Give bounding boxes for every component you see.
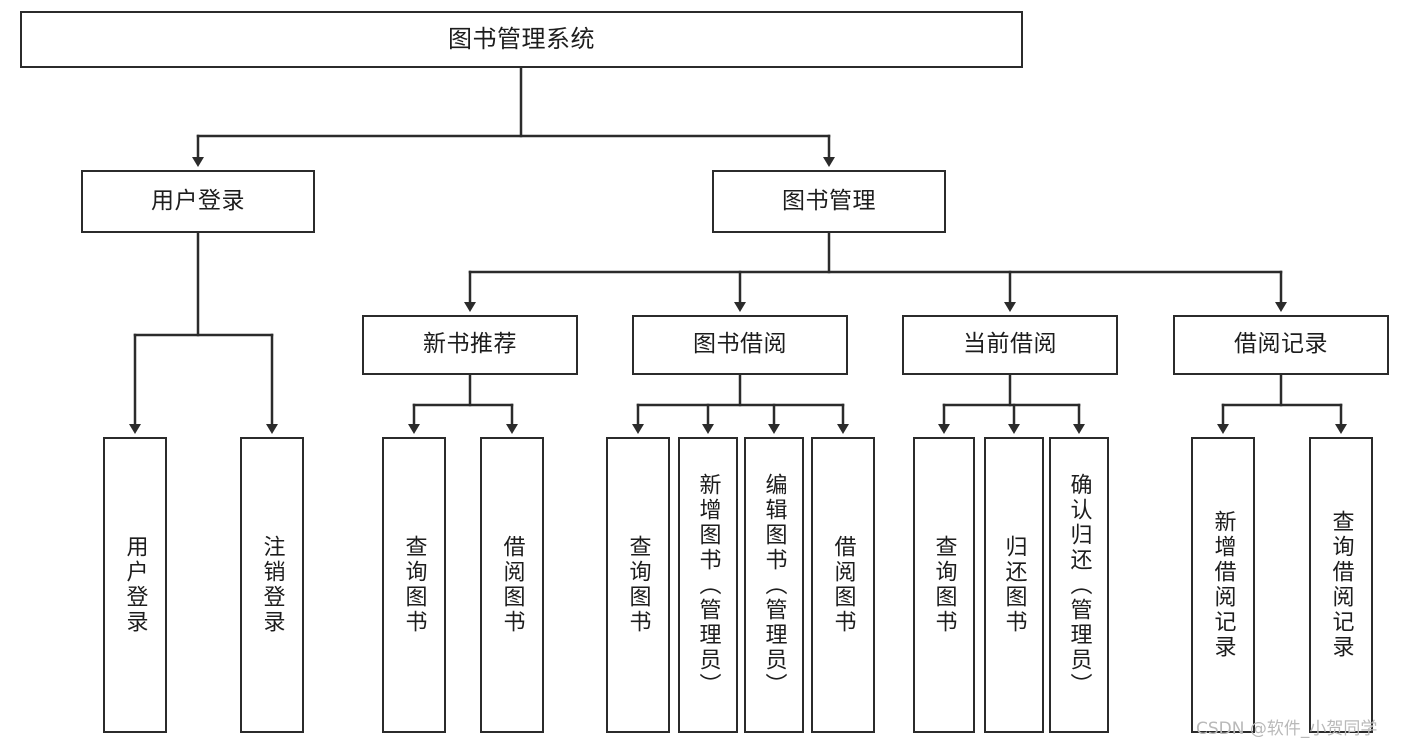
node-label: 图书管理系统: [448, 25, 595, 54]
leaf-query-book-current[interactable]: 查询图书: [913, 437, 975, 733]
node-label: 查询图书: [931, 535, 957, 635]
node-label: 借阅记录: [1234, 331, 1328, 358]
leaf-edit-book-admin[interactable]: 编辑图书（管理员）: [744, 437, 804, 733]
leaf-return-book[interactable]: 归还图书: [984, 437, 1044, 733]
node-label: 借阅图书: [499, 535, 525, 635]
node-book-management[interactable]: 图书管理: [712, 170, 946, 233]
leaf-user-login[interactable]: 用户登录: [103, 437, 167, 733]
leaf-logout[interactable]: 注销登录: [240, 437, 304, 733]
node-label: 查询图书: [625, 535, 651, 635]
node-label: 用户登录: [151, 187, 245, 214]
node-label: 查询借阅记录: [1328, 510, 1354, 660]
node-label: 用户登录: [122, 535, 148, 635]
node-label: 图书借阅: [693, 331, 787, 358]
node-current-borrow[interactable]: 当前借阅: [902, 315, 1118, 375]
node-label: 借阅图书: [830, 535, 856, 635]
node-label: 新书推荐: [423, 331, 517, 358]
node-user-login[interactable]: 用户登录: [81, 170, 315, 233]
node-borrow-record[interactable]: 借阅记录: [1173, 315, 1389, 375]
node-label: 归还图书: [1001, 535, 1027, 635]
leaf-query-book-recommend[interactable]: 查询图书: [382, 437, 446, 733]
node-book-borrow[interactable]: 图书借阅: [632, 315, 848, 375]
node-label: 查询图书: [401, 535, 427, 635]
node-label: 新增图书（管理员）: [695, 472, 721, 698]
node-label: 编辑图书（管理员）: [761, 472, 787, 698]
leaf-add-borrow-record[interactable]: 新增借阅记录: [1191, 437, 1255, 733]
leaf-query-borrow-record[interactable]: 查询借阅记录: [1309, 437, 1373, 733]
node-label: 注销登录: [259, 535, 285, 635]
node-label: 当前借阅: [963, 331, 1057, 358]
leaf-borrow-book[interactable]: 借阅图书: [811, 437, 875, 733]
leaf-confirm-return-admin[interactable]: 确认归还（管理员）: [1049, 437, 1109, 733]
node-label: 确认归还（管理员）: [1066, 472, 1092, 698]
leaf-borrow-book-recommend[interactable]: 借阅图书: [480, 437, 544, 733]
leaf-add-book-admin[interactable]: 新增图书（管理员）: [678, 437, 738, 733]
node-label: 新增借阅记录: [1210, 510, 1236, 660]
node-root-book-management-system[interactable]: 图书管理系统: [20, 11, 1023, 68]
csdn-watermark: CSDN @软件_小贺同学: [1196, 719, 1378, 739]
node-new-book-recommend[interactable]: 新书推荐: [362, 315, 578, 375]
node-label: 图书管理: [782, 187, 876, 214]
leaf-query-book-borrow[interactable]: 查询图书: [606, 437, 670, 733]
